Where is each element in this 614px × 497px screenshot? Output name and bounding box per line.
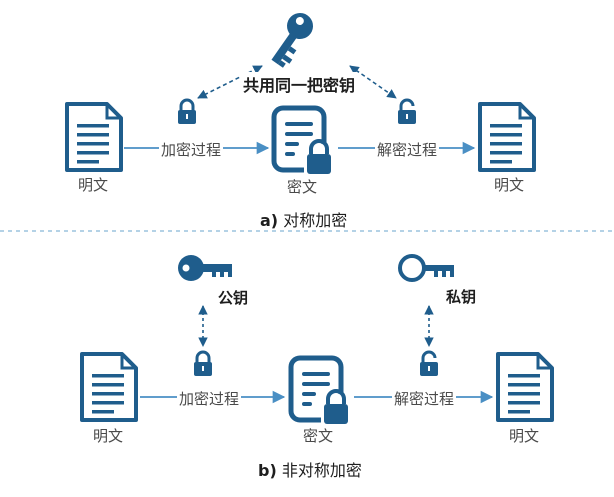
- private-key-label: 私钥: [446, 288, 477, 306]
- encrypt-process-label: 加密过程: [177, 388, 242, 409]
- plaintext-right-document-icon: [496, 352, 554, 422]
- shared-key-label: 共用同一把密钥: [241, 72, 358, 96]
- lock-open-icon: [396, 98, 418, 126]
- caption-b-prefix: b): [258, 461, 277, 480]
- shared-key-link-left: [197, 65, 263, 99]
- plaintext-right-document-icon: [478, 102, 536, 172]
- shared-key-icon: [271, 13, 313, 68]
- ciphertext-label: 密文: [303, 427, 334, 445]
- lock-closed-icon: [176, 98, 198, 126]
- public-key-icon: [178, 255, 232, 281]
- caption-b-text: 非对称加密: [281, 461, 362, 480]
- caption-a-text: 对称加密: [283, 211, 348, 230]
- plaintext-left-label: 明文: [78, 176, 109, 194]
- plaintext-right-label: 明文: [494, 176, 525, 194]
- caption-b: b) 非对称加密: [258, 457, 362, 481]
- cipher-document-icon: [274, 108, 334, 178]
- caption-a: a) 对称加密: [260, 207, 347, 231]
- lock-closed-icon: [192, 350, 214, 378]
- shared-key-link-right: [349, 65, 397, 99]
- caption-a-prefix: a): [260, 211, 279, 230]
- private-key-icon: [398, 254, 454, 282]
- lock-open-icon: [418, 350, 440, 378]
- plaintext-left-document-icon: [80, 352, 138, 422]
- public-key-label: 公钥: [218, 289, 249, 307]
- encrypt-process-label: 加密过程: [159, 139, 224, 160]
- ciphertext-label: 密文: [287, 178, 318, 196]
- cipher-document-icon: [291, 358, 351, 428]
- plaintext-left-label: 明文: [93, 427, 124, 445]
- decrypt-process-label: 解密过程: [392, 388, 457, 409]
- plaintext-left-document-icon: [65, 102, 123, 172]
- plaintext-right-label: 明文: [509, 427, 540, 445]
- decrypt-process-label: 解密过程: [375, 139, 440, 160]
